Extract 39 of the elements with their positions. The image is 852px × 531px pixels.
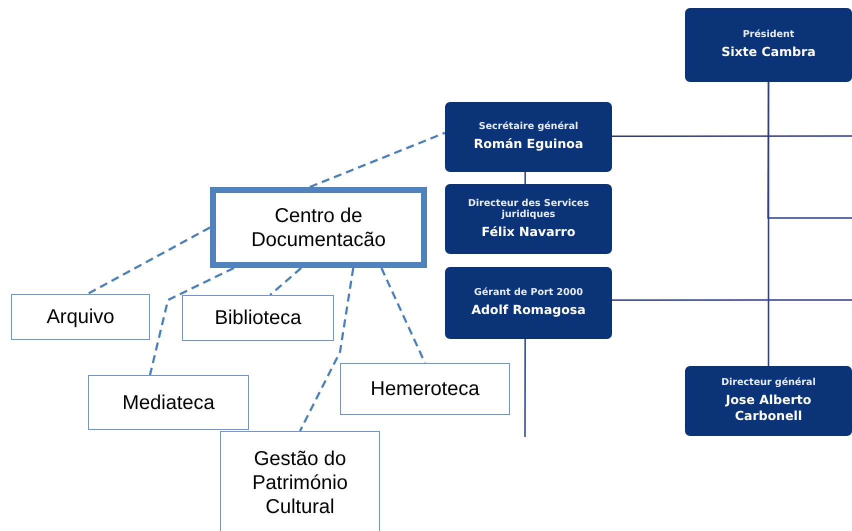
section-name: Arquivo	[46, 305, 116, 329]
position-box	[445, 184, 612, 254]
position-box	[685, 366, 852, 436]
section-name: Gestão do Património Cultural	[251, 447, 349, 519]
section-box	[88, 375, 249, 430]
person-name: Jose Alberto Carbonell	[724, 392, 812, 424]
job-title: Directeur général	[720, 378, 817, 390]
person-name: Félix Navarro	[480, 224, 576, 240]
dashed-connector	[269, 267, 302, 296]
section-box	[182, 295, 334, 341]
position-box	[445, 267, 612, 339]
section-box	[11, 294, 150, 340]
connector-line	[768, 82, 770, 366]
section-name: Biblioteca	[214, 306, 302, 330]
job-title: Secrétaire général	[478, 122, 580, 134]
dashed-connector	[148, 267, 234, 376]
person-name: Román Eguinoa	[472, 136, 584, 152]
connector-line	[524, 172, 526, 184]
section-box	[340, 363, 510, 415]
dashed-connector	[380, 268, 426, 364]
dashed-connector	[86, 226, 211, 295]
connector-line	[612, 135, 852, 138]
dashed-connector	[299, 268, 354, 432]
section-name: Hemeroteca	[370, 377, 480, 401]
department-box	[210, 187, 427, 268]
position-box	[685, 8, 852, 82]
job-title: Gérant de Port 2000	[473, 288, 584, 300]
section-name: Mediateca	[121, 390, 216, 414]
connector-line	[767, 82, 852, 219]
dashed-connector	[309, 132, 446, 188]
position-box	[445, 102, 612, 172]
person-name: Sixte Cambra	[720, 44, 817, 60]
section-box	[220, 431, 380, 531]
connector-line	[524, 339, 526, 437]
connector-line	[612, 299, 852, 301]
job-title: Directeur des Services juridiques	[467, 198, 590, 221]
section-name: Centro de Documentacão	[250, 204, 387, 252]
person-name: Adolf Romagosa	[470, 302, 587, 318]
job-title: Président	[742, 30, 796, 42]
